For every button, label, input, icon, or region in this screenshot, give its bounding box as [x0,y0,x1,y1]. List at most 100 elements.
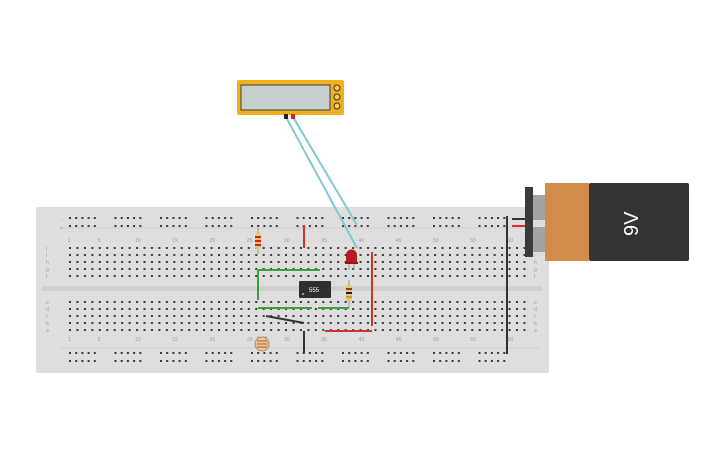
breadboard-hole[interactable] [173,315,176,317]
breadboard-hole[interactable] [292,301,295,303]
breadboard-hole[interactable] [210,329,213,331]
breadboard-hole[interactable] [247,301,250,303]
breadboard-hole[interactable] [292,247,295,249]
breadboard-hole[interactable] [352,315,355,317]
breadboard-hole[interactable] [366,225,369,227]
breadboard-hole[interactable] [322,261,325,263]
breadboard-hole[interactable] [255,268,258,270]
breadboard-hole[interactable] [205,360,208,362]
breadboard-hole[interactable] [456,268,459,270]
breadboard-hole[interactable] [83,268,86,270]
wires[interactable] [257,116,530,354]
breadboard-hole[interactable] [490,360,493,362]
breadboard-hole[interactable] [448,301,451,303]
breadboard-hole[interactable] [419,254,422,256]
breadboard-hole[interactable] [399,360,402,362]
breadboard-hole[interactable] [91,254,94,256]
breadboard-hole[interactable] [120,225,123,227]
breadboard-hole[interactable] [299,329,302,331]
breadboard-hole[interactable] [463,254,466,256]
breadboard-hole[interactable] [426,329,429,331]
breadboard-hole[interactable] [457,360,460,362]
breadboard-hole[interactable] [404,329,407,331]
breadboard-hole[interactable] [114,225,117,227]
breadboard-hole[interactable] [296,225,299,227]
breadboard-hole[interactable] [269,360,272,362]
breadboard-hole[interactable] [471,329,474,331]
breadboard-hole[interactable] [225,329,228,331]
breadboard-hole[interactable] [441,329,444,331]
breadboard-hole[interactable] [302,360,305,362]
breadboard-hole[interactable] [262,261,265,263]
breadboard-hole[interactable] [114,217,117,219]
breadboard-hole[interactable] [232,268,235,270]
breadboard-hole[interactable] [143,322,146,324]
breadboard-hole[interactable] [269,217,272,219]
breadboard-hole[interactable] [224,360,227,362]
breadboard-hole[interactable] [83,254,86,256]
breadboard-hole[interactable] [419,261,422,263]
breadboard-hole[interactable] [87,352,90,354]
breadboard-hole[interactable] [247,275,250,277]
breadboard-hole[interactable] [307,275,310,277]
breadboard-hole[interactable] [81,217,84,219]
breadboard-hole[interactable] [93,360,96,362]
breadboard-hole[interactable] [471,301,474,303]
breadboard-hole[interactable] [393,360,396,362]
breadboard-hole[interactable] [329,261,332,263]
breadboard-hole[interactable] [251,217,253,219]
probe-wire-black[interactable] [285,116,358,249]
breadboard-hole[interactable] [501,315,504,317]
breadboard-hole[interactable] [262,329,265,331]
breadboard-hole[interactable] [270,275,273,277]
breadboard-hole[interactable] [285,322,288,324]
resistor-mid[interactable] [346,280,352,308]
breadboard-hole[interactable] [456,301,459,303]
breadboard-hole[interactable] [516,301,518,303]
breadboard-hole[interactable] [173,322,176,324]
breadboard-hole[interactable] [292,329,295,331]
probe-tip-red[interactable] [291,114,295,119]
resistor-top[interactable] [255,228,261,254]
breadboard-hole[interactable] [136,329,139,331]
breadboard-hole[interactable] [158,322,161,324]
breadboard-hole[interactable] [277,315,280,317]
breadboard-hole[interactable] [406,352,409,354]
breadboard-hole[interactable] [359,254,362,256]
breadboard-hole[interactable] [484,352,487,354]
breadboard-hole[interactable] [497,352,500,354]
breadboard-hole[interactable] [308,225,311,227]
breadboard-hole[interactable] [106,254,109,256]
chip-555[interactable]: 555 [299,281,331,298]
breadboard-hole[interactable] [136,247,139,249]
breadboard-hole[interactable] [143,329,146,331]
breadboard-hole[interactable] [81,225,84,227]
breadboard-hole[interactable] [387,360,390,362]
breadboard-hole[interactable] [275,217,278,219]
breadboard-hole[interactable] [121,329,124,331]
breadboard-hole[interactable] [307,301,310,303]
breadboard-hole[interactable] [315,225,318,227]
breadboard-hole[interactable] [106,308,109,310]
breadboard-hole[interactable] [106,322,109,324]
breadboard-hole[interactable] [270,301,273,303]
breadboard-hole[interactable] [366,217,369,219]
breadboard-hole[interactable] [275,352,278,354]
breadboard-hole[interactable] [396,268,399,270]
breadboard-hole[interactable] [448,268,451,270]
breadboard-hole[interactable] [126,352,129,354]
breadboard-hole[interactable] [143,308,146,310]
breadboard-hole[interactable] [359,268,362,270]
breadboard-hole[interactable] [367,261,369,263]
breadboard-hole[interactable] [285,254,288,256]
breadboard-hole[interactable] [98,315,101,317]
breadboard-hole[interactable] [359,315,362,317]
breadboard-hole[interactable] [292,275,295,277]
breadboard-hole[interactable] [439,360,442,362]
breadboard-hole[interactable] [329,254,332,256]
breadboard-hole[interactable] [434,315,437,317]
breadboard-hole[interactable] [225,261,228,263]
breadboard-hole[interactable] [188,301,191,303]
breadboard-hole[interactable] [359,275,362,277]
breadboard-hole[interactable] [128,275,131,277]
